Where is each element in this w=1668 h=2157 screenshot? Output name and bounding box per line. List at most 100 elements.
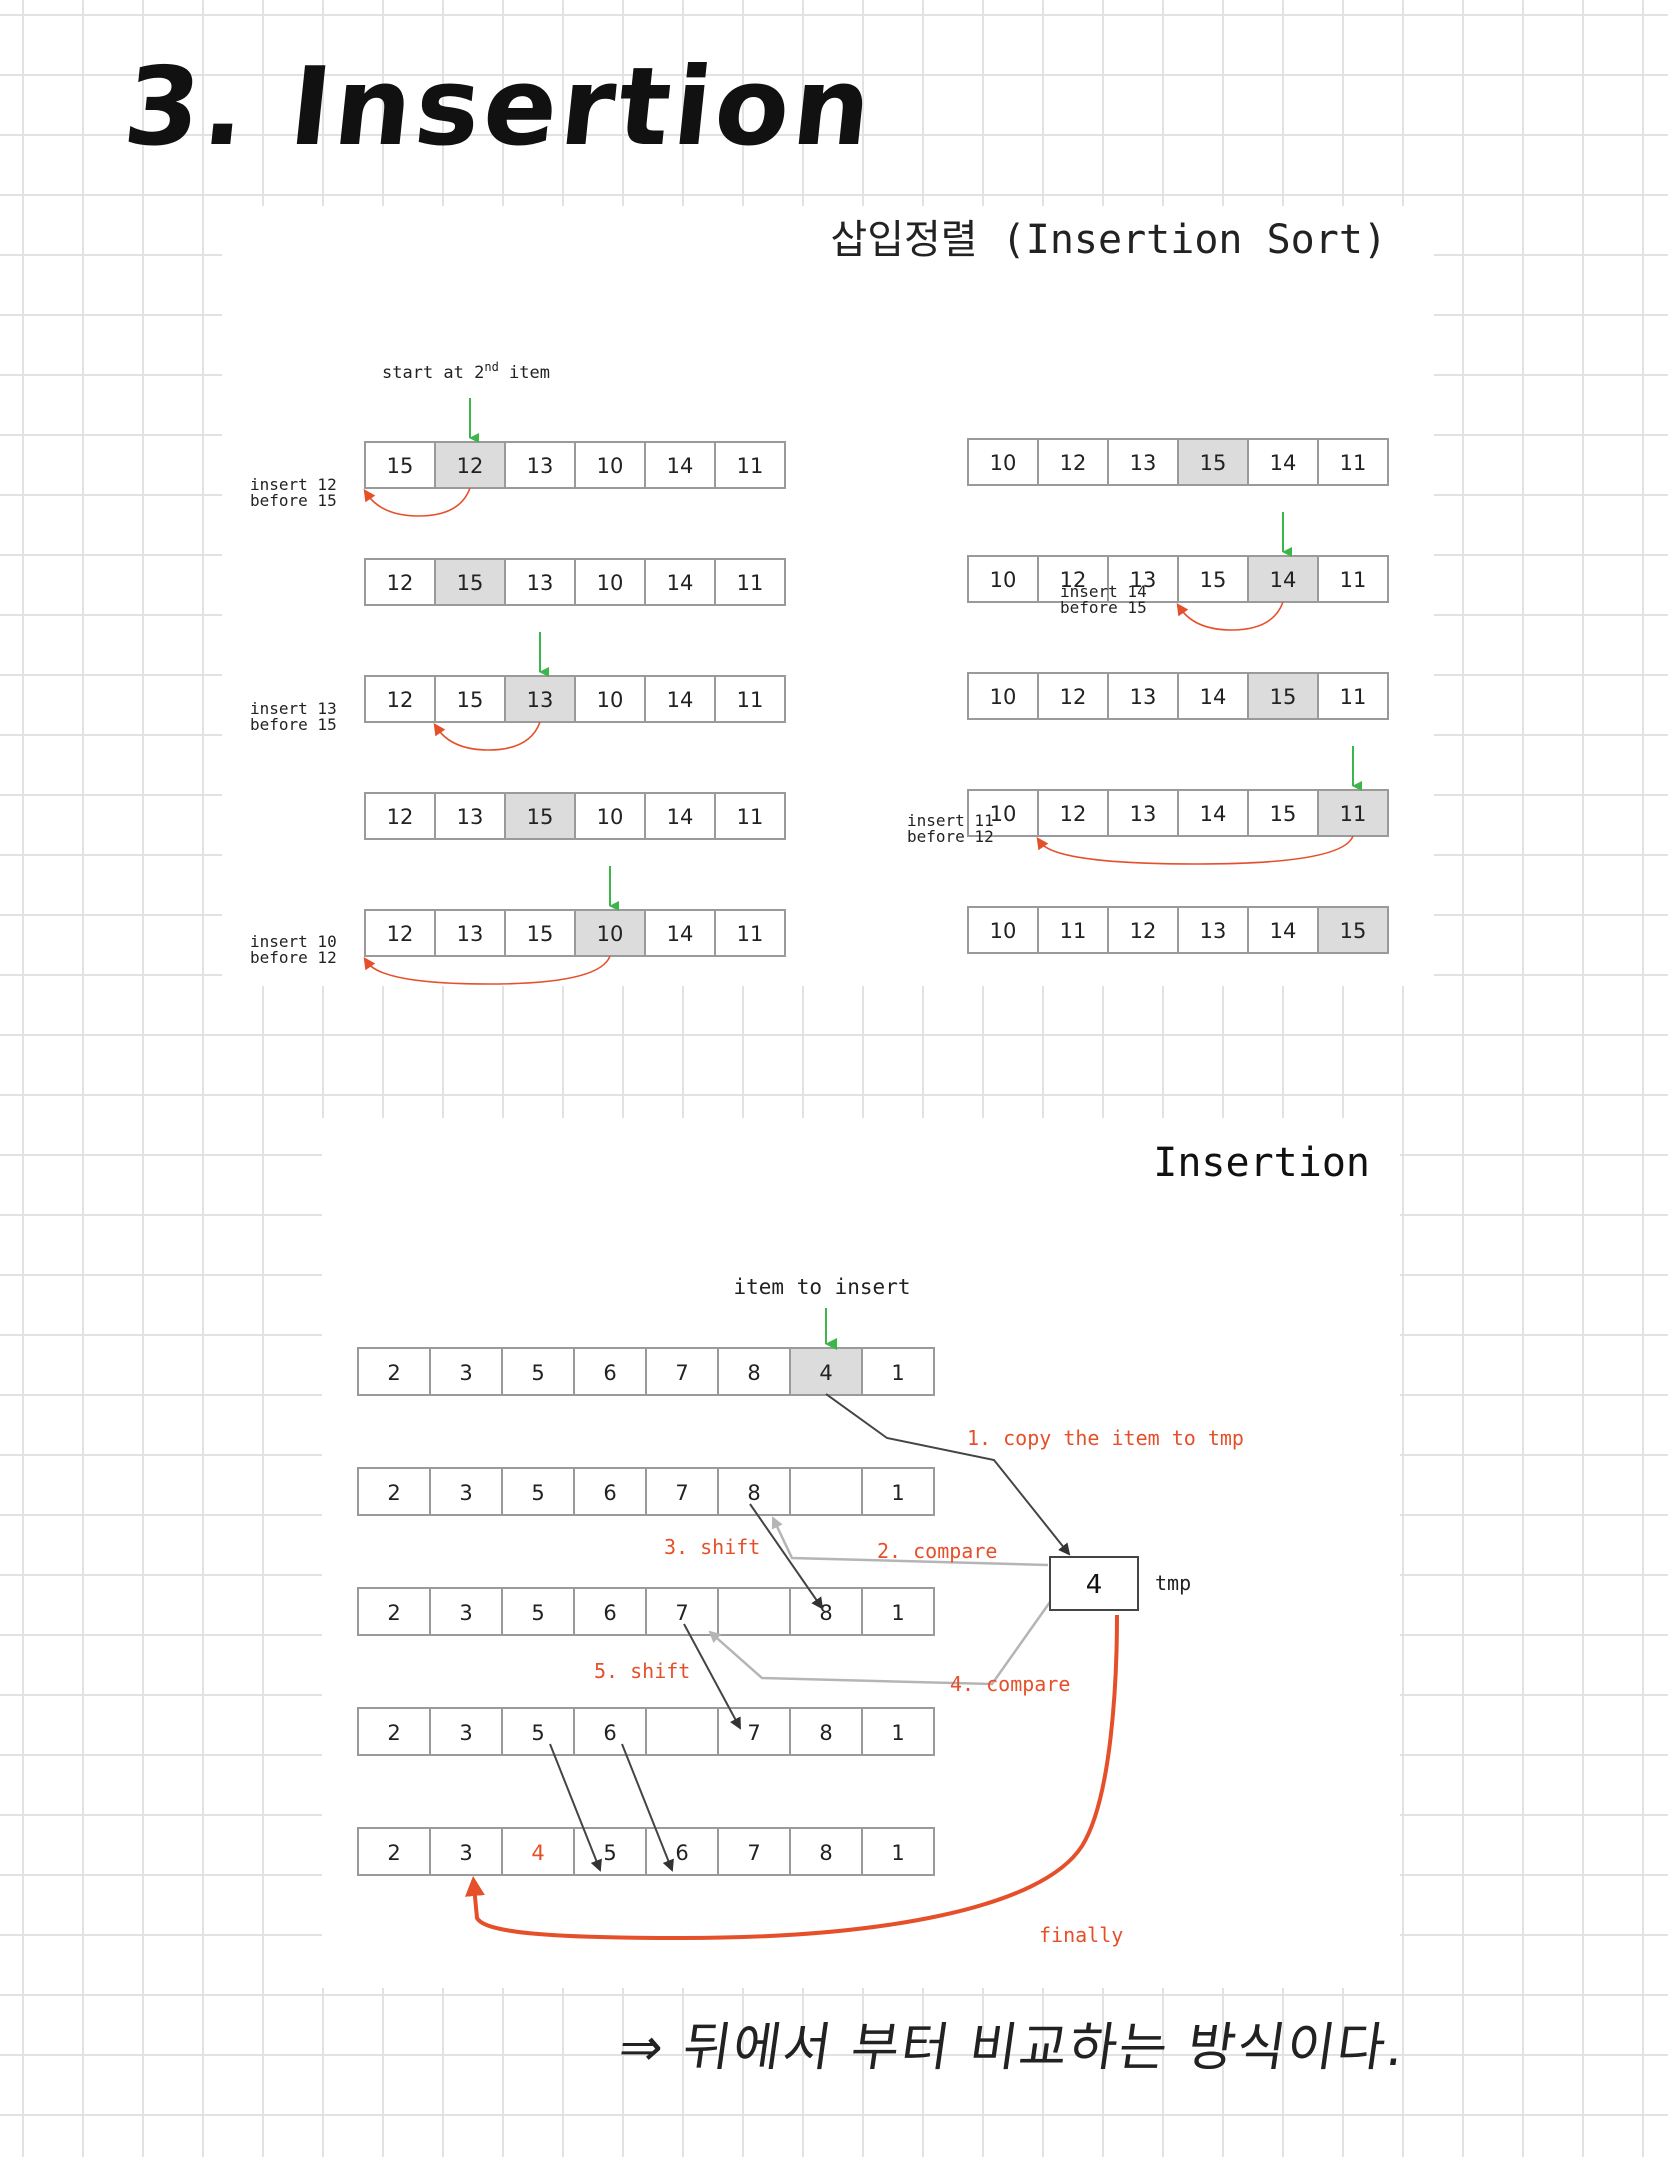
array-cell: [644, 558, 716, 606]
cell-value: 12: [457, 454, 484, 478]
cell-value: 8: [819, 1721, 832, 1745]
item-to-insert-label: item to insert: [733, 1275, 910, 1299]
cell-value: 8: [819, 1601, 832, 1625]
cell-value: 2: [387, 1481, 400, 1505]
cell-value: 6: [603, 1721, 616, 1745]
insert-note-line2: before 15: [250, 491, 337, 510]
shift-arrow-3: [549, 1743, 602, 1872]
array-cell: [1107, 438, 1179, 486]
cell-value: 12: [387, 688, 414, 712]
insert-note-line1: insert 12: [250, 475, 337, 494]
cell-value: 12: [1060, 685, 1087, 709]
array-cell: [504, 792, 576, 840]
cell-value: 5: [531, 1601, 544, 1625]
cell-value: 10: [597, 688, 624, 712]
array-cell: [364, 441, 436, 489]
cell-value: 7: [675, 1601, 688, 1625]
cell-value: 12: [1130, 919, 1157, 943]
step-shift-2-label: 5. shift: [594, 1659, 690, 1683]
array-cell: [861, 1827, 935, 1876]
cell-value: 3: [459, 1481, 472, 1505]
array-cell: [501, 1587, 575, 1636]
start-label: start at 2nd item: [382, 360, 550, 383]
cell-value: 11: [1340, 451, 1367, 475]
array-cell: [861, 1587, 935, 1636]
cell-value: 10: [990, 685, 1017, 709]
insert-note-line1: insert 13: [250, 699, 337, 718]
cell-value: 7: [675, 1361, 688, 1385]
tmp-label: tmp: [1155, 1571, 1191, 1595]
array-cell: [789, 1827, 863, 1876]
array-cell: [364, 792, 436, 840]
array-cell: [429, 1707, 503, 1756]
cell-value: 15: [457, 688, 484, 712]
cell-value: 14: [667, 454, 694, 478]
cell-value: 11: [1340, 568, 1367, 592]
cell-value: 11: [1340, 685, 1367, 709]
cell-value: 13: [527, 454, 554, 478]
array-cell: [434, 675, 506, 723]
shift-arrow-4: [621, 1743, 674, 1872]
cell-value: 13: [1130, 685, 1157, 709]
red-insert-arrow: [1036, 835, 1354, 865]
cell-value: 13: [1130, 451, 1157, 475]
shift-arrow-2: [683, 1623, 741, 1730]
array-cell: [717, 1467, 791, 1516]
insertion-sort-steps-diagram: 삽입정렬 (Insertion Sort) start at 2nd item …: [250, 217, 1389, 985]
insert-note-line2: before 12: [907, 827, 994, 846]
cell-value: 10: [597, 454, 624, 478]
cell-value: 14: [1270, 568, 1297, 592]
cell-value: 14: [667, 571, 694, 595]
cell-value: 1: [891, 1841, 904, 1865]
array-cell: [967, 672, 1039, 720]
cell-value: 13: [1130, 568, 1157, 592]
array-cell: [789, 1347, 863, 1396]
array-cell: [574, 675, 646, 723]
array-cell: [1247, 906, 1319, 954]
array-cell: [645, 1587, 719, 1636]
array-cell: [504, 441, 576, 489]
compare-arrow-1: [771, 1516, 1049, 1567]
cell-value: 3: [459, 1361, 472, 1385]
red-insert-arrow: [1176, 601, 1284, 631]
array-cell: [1177, 555, 1249, 603]
cell-value: 12: [1060, 451, 1087, 475]
cell-value: 15: [387, 454, 414, 478]
cell-value: 13: [527, 688, 554, 712]
array-cell: [789, 1467, 863, 1516]
cell-value: 15: [1270, 685, 1297, 709]
insert-note-line1: insert 10: [250, 932, 337, 951]
array-cell: [714, 558, 786, 606]
array-cell: [717, 1827, 791, 1876]
cell-value: 4: [531, 1841, 544, 1865]
step-finally-label: finally: [1039, 1923, 1123, 1947]
array-cell: [1247, 672, 1319, 720]
cell-value: 15: [1200, 451, 1227, 475]
cell-value: 5: [603, 1841, 616, 1865]
array-cell: [364, 909, 436, 957]
cell-value: 10: [597, 922, 624, 946]
cell-value: 3: [459, 1601, 472, 1625]
array-cell: [644, 909, 716, 957]
cell-value: 2: [387, 1721, 400, 1745]
array-cell: [967, 555, 1039, 603]
cell-value: 10: [597, 571, 624, 595]
array-cell: [429, 1467, 503, 1516]
cell-value: 11: [737, 922, 764, 946]
cell-value: 15: [1340, 919, 1367, 943]
cell-value: 14: [1200, 802, 1227, 826]
red-insert-arrow: [433, 721, 541, 751]
cell-value: 15: [1200, 568, 1227, 592]
cell-value: 11: [737, 571, 764, 595]
cell-value: 15: [527, 922, 554, 946]
array-cell: [967, 438, 1039, 486]
array-cell: [645, 1467, 719, 1516]
array-cell: [717, 1587, 791, 1636]
cell-value: 5: [531, 1721, 544, 1745]
